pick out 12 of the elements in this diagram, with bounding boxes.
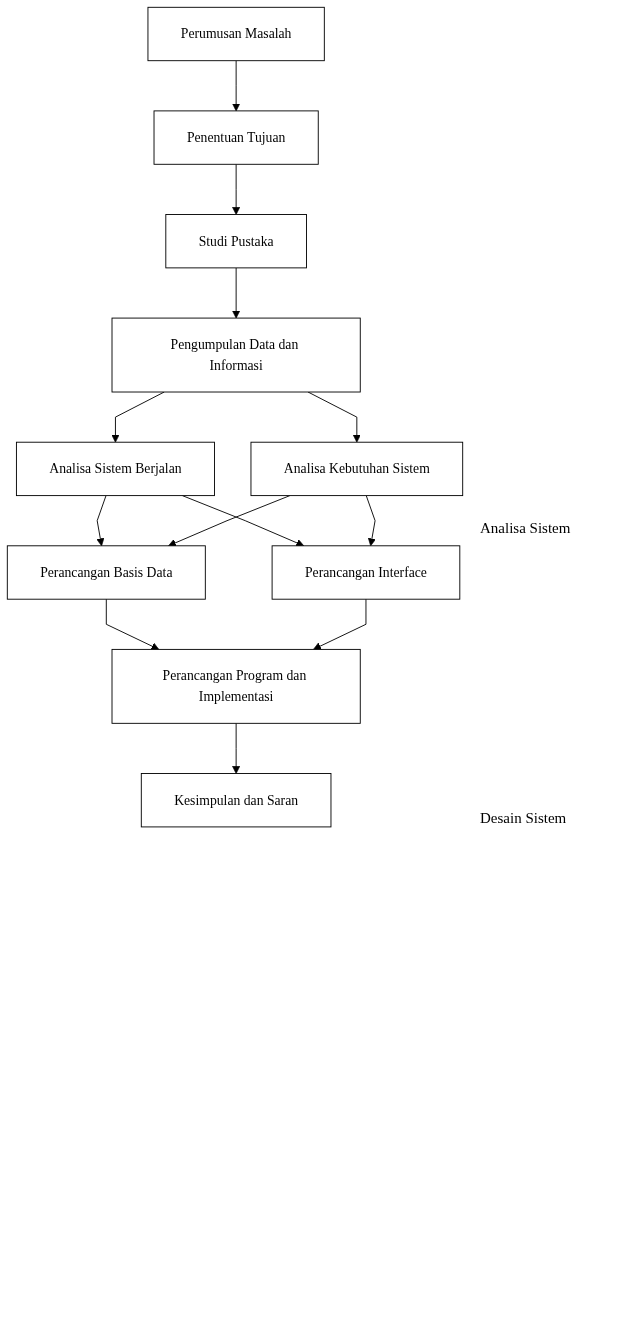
node-box: Penentuan Tujuan <box>153 110 319 165</box>
section-label: Analisa Sistem <box>480 520 571 537</box>
node-box: Perancangan Program dan Implementasi <box>111 648 361 724</box>
node-box: Studi Pustaka <box>165 214 307 269</box>
node-box: Kesimpulan dan Saran <box>140 773 332 828</box>
node-box: Perumusan Masalah <box>147 6 325 62</box>
section-label: Desain Sistem <box>480 810 567 827</box>
node-box: Analisa Sistem Berjalan <box>15 441 215 497</box>
node-box: Perancangan Basis Data <box>6 545 206 600</box>
node-box: Analisa Kebutuhan Sistem <box>250 441 464 497</box>
node-box: Pengumpulan Data dan Informasi <box>111 317 361 393</box>
node-box: Perancangan Interface <box>271 545 461 600</box>
